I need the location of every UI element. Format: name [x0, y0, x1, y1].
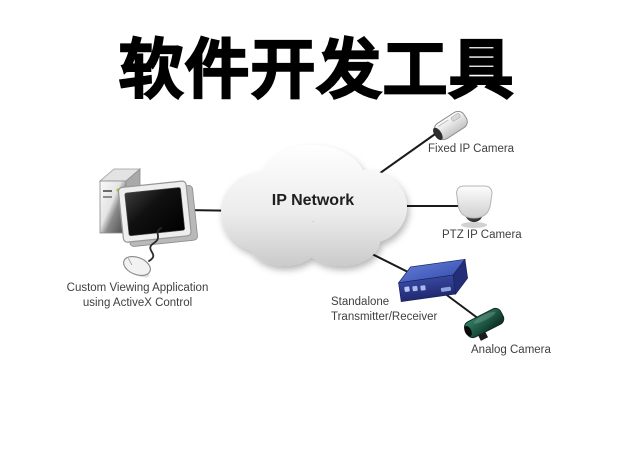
- fixed-ip-camera-device: [433, 110, 468, 141]
- analog-camera-label: Analog Camera: [471, 344, 551, 356]
- transmitter-device: [397, 258, 468, 303]
- computer-monitor: [117, 180, 198, 247]
- desktop-computer: [98, 168, 198, 278]
- computer-mouse: [123, 255, 151, 278]
- transmitter-label-line2: Transmitter/Receiver: [331, 311, 438, 323]
- mouse-cable: [148, 227, 162, 262]
- viewer-label: Custom Viewing Application using ActiveX…: [35, 281, 240, 311]
- ptz-camera-label: PTZ IP Camera: [442, 229, 522, 241]
- analog-camera-device: [464, 307, 505, 341]
- fixed-camera-label: Fixed IP Camera: [428, 143, 515, 155]
- viewer-label-line1: Custom Viewing Application: [66, 282, 209, 294]
- page-title: 软件开发工具: [118, 34, 515, 108]
- cloud-label: IP Network: [271, 192, 355, 209]
- network-cloud: [221, 145, 407, 266]
- transmitter-label-line1: Standalone: [331, 296, 390, 308]
- viewer-label-line2: using ActiveX Control: [82, 297, 193, 309]
- ptz-ip-camera-device: [455, 185, 493, 228]
- transmitter-label: Standalone Transmitter/Receiver: [331, 295, 437, 325]
